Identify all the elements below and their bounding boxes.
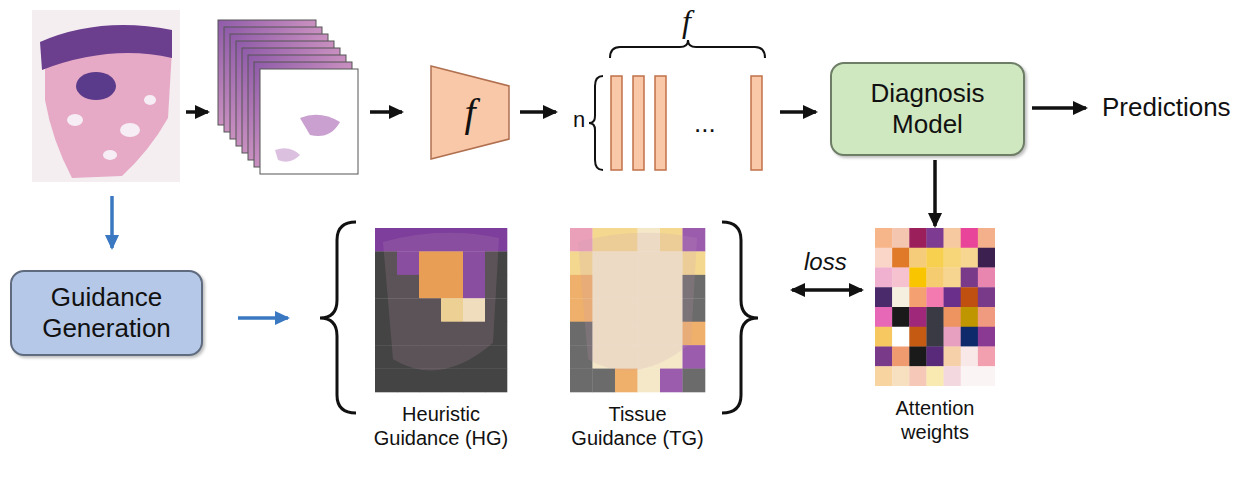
dimension-label: n xyxy=(573,107,585,133)
brace xyxy=(589,76,603,170)
box-label: Diagnosis Model xyxy=(842,78,1013,140)
attention-heatmap: Attention weights xyxy=(875,228,995,386)
box-label: Guidance Generation xyxy=(22,282,191,344)
caption-label: Attention weights xyxy=(868,396,1002,444)
heatmap-cells xyxy=(875,228,995,386)
patch-stack xyxy=(218,20,358,174)
tissue-map xyxy=(570,228,705,392)
output-label: Predictions xyxy=(1102,92,1231,123)
caption-label: Heuristic Guidance (HG) xyxy=(368,402,514,450)
slide-thumbnail xyxy=(32,10,180,182)
brace xyxy=(610,40,765,58)
encoder-trapezoid: f xyxy=(430,65,510,160)
process-box: Guidance Generation xyxy=(10,270,203,356)
guidance-map: Heuristic Guidance (HG) xyxy=(375,228,507,392)
heuristic-map xyxy=(375,228,507,392)
guidance-map: Tissue Guidance (TG) xyxy=(570,228,705,392)
ellipsis-label: ... xyxy=(694,108,716,139)
feature-vectors xyxy=(611,76,762,170)
model-box: Diagnosis Model xyxy=(830,62,1025,156)
caption-label: Tissue Guidance (TG) xyxy=(563,402,712,450)
bracket xyxy=(722,222,758,413)
bracket xyxy=(320,222,356,413)
dimension-label: f xyxy=(682,2,691,40)
flow-arrow xyxy=(933,160,937,226)
encoder-symbol: f xyxy=(464,93,475,133)
loss-label: loss xyxy=(804,248,847,277)
